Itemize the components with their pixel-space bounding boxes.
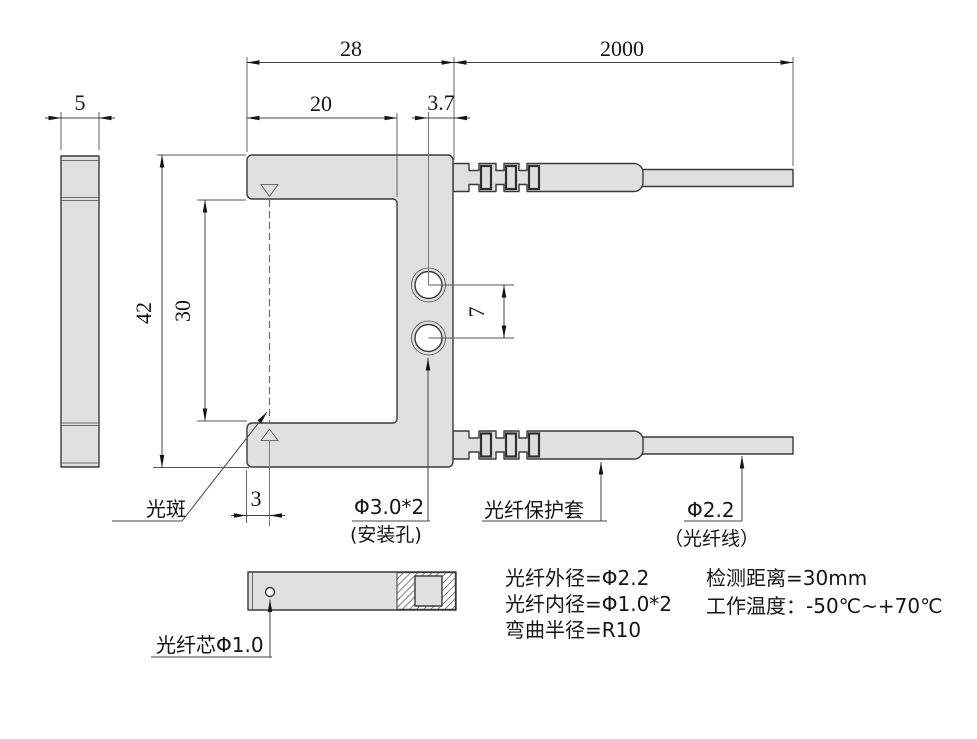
fiber-cable-note: （光纤线）	[664, 528, 759, 550]
light-spot-label: 光斑	[146, 497, 186, 521]
dim-2000-text: 2000	[600, 36, 644, 61]
mounting-hole-note: (安装孔)	[350, 524, 422, 546]
strain-relief-slot-1	[479, 164, 493, 191]
cable-assembly-top	[452, 162, 794, 193]
dim-28-text: 28	[340, 36, 362, 61]
dim-5-text: 5	[75, 90, 86, 115]
spec-left-3: 弯曲半径=R10	[505, 618, 641, 642]
fiber-sleeve-label: 光纤保护套	[484, 498, 584, 522]
spec-right-1: 检测距离=30mm	[706, 566, 867, 590]
fiber-cable	[639, 168, 794, 188]
spec-left-2: 光纤内径=Φ1.0*2	[505, 592, 672, 616]
light-spot-leader	[181, 411, 268, 522]
mounting-hole-label: Φ3.0*2	[354, 495, 424, 519]
fiber-core-label: 光纤芯Φ1.0	[156, 633, 264, 657]
dimension-annotations: 28 2000 20 3.7 42 30 7 3	[131, 36, 794, 526]
front-view	[246, 154, 795, 468]
dim-7-text: 7	[464, 307, 489, 318]
beam-marker-top-triangle	[260, 184, 279, 198]
dim-20-text: 20	[310, 91, 332, 116]
dim-3-text: 3	[251, 486, 262, 511]
strain-relief-and-sleeve	[452, 162, 644, 193]
spec-left-1: 光纤外径=Φ2.2	[505, 566, 649, 590]
dim-30-text: 30	[170, 300, 195, 322]
cable-assembly-bottom	[451, 429, 795, 461]
dim-42-text: 42	[131, 302, 156, 324]
side-view-body	[60, 155, 100, 468]
beam-marker-bottom-triangle	[260, 428, 279, 441]
fiber-cable-dia-label: Φ2.2	[687, 498, 735, 522]
dim-3-7-text: 3.7	[427, 90, 455, 115]
bottom-view: 光纤芯Φ1.0	[151, 571, 457, 658]
side-view: 5	[45, 90, 115, 468]
spec-right-2: 工作温度：-50℃~+70℃	[706, 594, 943, 618]
strain-relief-slot-2	[504, 164, 518, 191]
leader-labels: 光斑 Φ3.0*2 (安装孔) 光纤保护套 Φ2.2 （光纤线）	[112, 358, 759, 550]
strain-relief-slot-3	[527, 164, 541, 191]
spec-text-block: 光纤外径=Φ2.2 光纤内径=Φ1.0*2 弯曲半径=R10 检测距离=30mm…	[505, 566, 943, 642]
threaded-hole-bore	[414, 575, 443, 607]
side-view-part-lines	[61, 160, 99, 464]
fiber-core-hole	[264, 586, 276, 598]
front-view-body	[246, 154, 454, 468]
